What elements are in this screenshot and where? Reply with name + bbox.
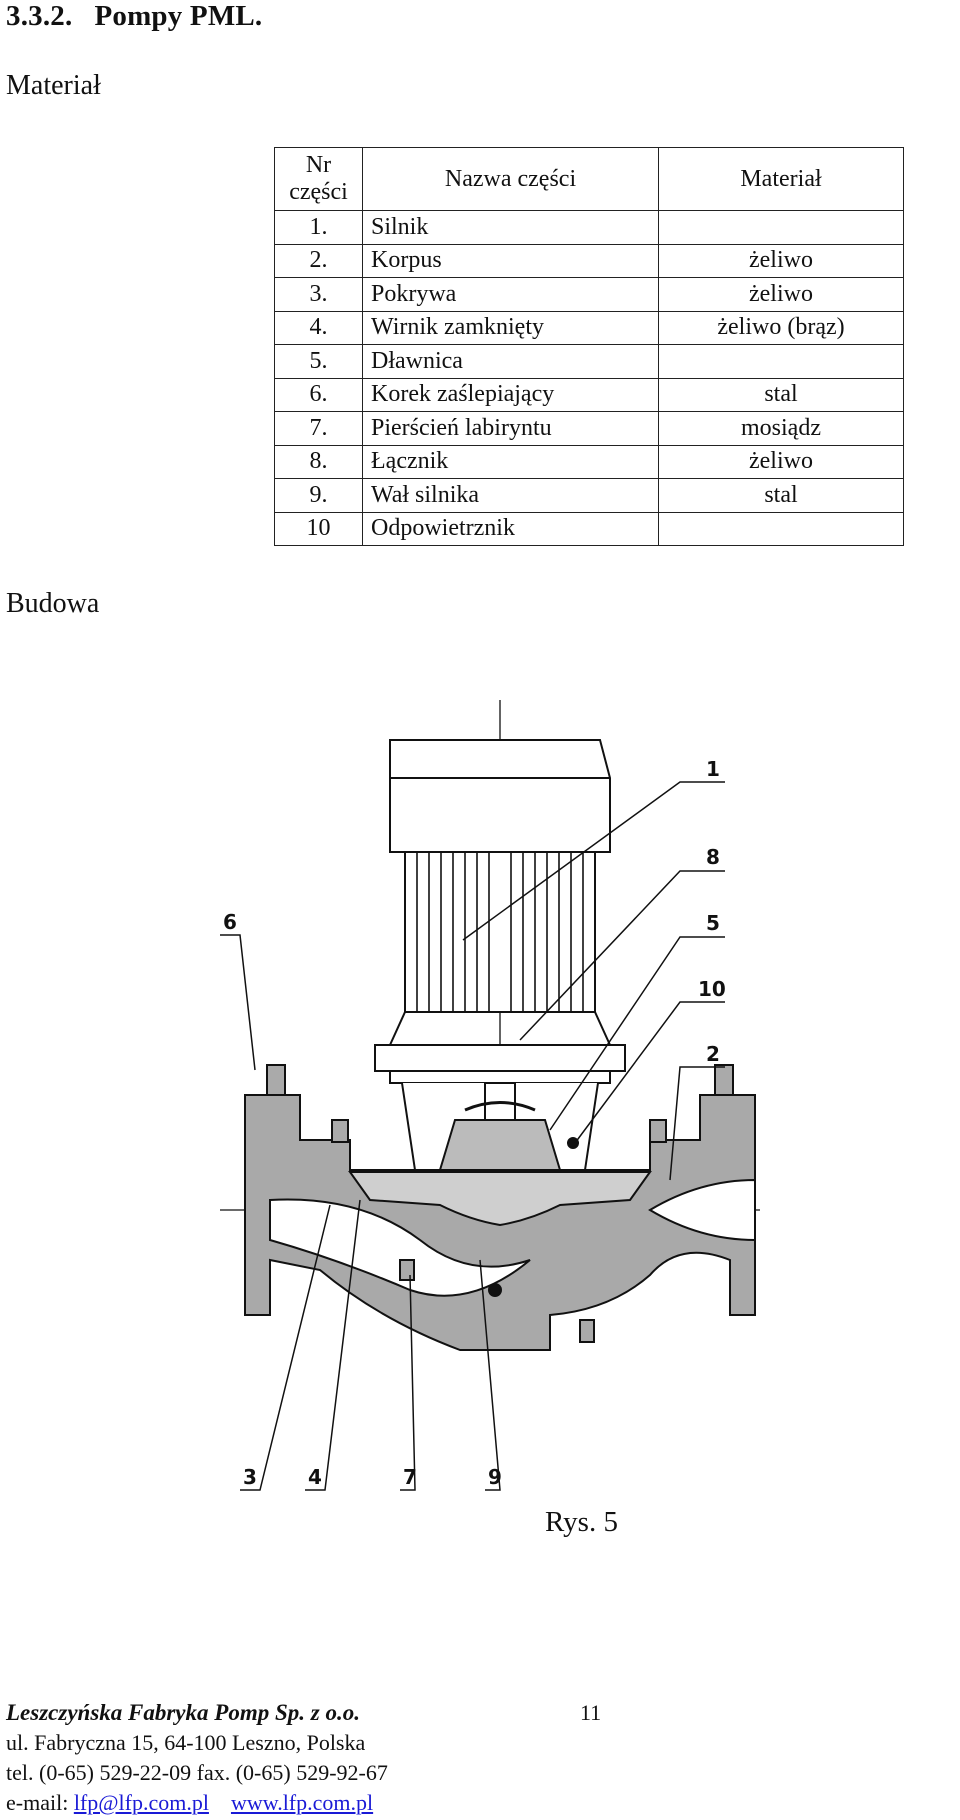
part-number: 7. <box>274 411 363 446</box>
part-material: żeliwo <box>658 444 904 479</box>
bolt <box>579 1319 595 1343</box>
part-name: Odpowietrznik <box>362 511 659 546</box>
part-number: 3. <box>274 277 363 312</box>
part-material <box>658 344 904 379</box>
part-name: Łącznik <box>362 444 659 479</box>
table-row: 5.Dławnica <box>274 344 904 379</box>
callout-10: 10 <box>698 977 726 1001</box>
gland <box>438 1119 562 1171</box>
motor-hood <box>389 739 611 853</box>
part-number: 8. <box>274 444 363 479</box>
bolt <box>649 1119 667 1143</box>
section-number: 3.3.2. <box>6 0 73 32</box>
part-name: Silnik <box>362 210 659 245</box>
table-header-row: Nr części Nazwa części Materiał <box>274 147 904 211</box>
motor-flange <box>374 1044 626 1072</box>
part-name: Pokrywa <box>362 277 659 312</box>
impeller <box>348 1171 652 1227</box>
callout-9: 9 <box>488 1465 502 1489</box>
part-number: 1. <box>274 210 363 245</box>
material-subheading: Materiał <box>6 70 101 101</box>
motor-body <box>404 851 596 1013</box>
callout-3: 3 <box>243 1465 257 1489</box>
part-name: Korek zaślepiający <box>362 377 659 412</box>
email-link[interactable]: lfp@lfp.com.pl <box>73 1790 209 1815</box>
footer-address: ul. Fabryczna 15, 64-100 Leszno, Polska <box>6 1730 366 1755</box>
part-material: stal <box>658 377 904 412</box>
part-name: Dławnica <box>362 344 659 379</box>
part-material: stal <box>658 478 904 513</box>
header-nr: Nr części <box>274 147 363 211</box>
part-material <box>658 511 904 546</box>
part-number: 6. <box>274 377 363 412</box>
part-material: żeliwo <box>658 277 904 312</box>
vent-plug <box>567 1137 579 1149</box>
email-label: e-mail: <box>6 1790 69 1815</box>
figure-caption: Rys. 5 <box>545 1506 618 1538</box>
volute-channel <box>269 1198 531 1297</box>
callout-5: 5 <box>706 911 720 935</box>
bolt <box>266 1064 286 1096</box>
table-row: 1.Silnik <box>274 210 904 245</box>
callout-6: 6 <box>223 910 237 934</box>
section-title: Pompy PML. <box>94 0 263 32</box>
website-link[interactable]: www.lfp.com.pl <box>230 1790 374 1815</box>
part-material: żeliwo <box>658 243 904 278</box>
header-name: Nazwa części <box>362 147 659 211</box>
bolt <box>331 1119 349 1143</box>
callout-4: 4 <box>308 1465 322 1489</box>
motor-fins <box>416 852 584 1012</box>
page-number: 11 <box>580 1700 602 1725</box>
part-material: żeliwo (brąz) <box>658 310 904 345</box>
part-number: 2. <box>274 243 363 278</box>
leader-lines <box>220 781 725 1491</box>
footer-phone: tel. (0-65) 529-22-09 fax. (0-65) 529-92… <box>6 1760 388 1785</box>
part-name: Wirnik zamknięty <box>362 310 659 345</box>
part-number: 4. <box>274 310 363 345</box>
part-material <box>658 210 904 245</box>
callout-1: 1 <box>706 757 720 781</box>
part-number: 5. <box>274 344 363 379</box>
header-material: Materiał <box>658 147 904 211</box>
part-material: mosiądz <box>658 411 904 446</box>
part-name: Pierścień labiryntu <box>362 411 659 446</box>
parts-table: Nr części Nazwa części Materiał 1.Silnik… <box>274 147 904 546</box>
callout-7: 7 <box>403 1465 417 1489</box>
footer-contact: e-mail: lfp@lfp.com.pl www.lfp.com.pl <box>6 1790 373 1816</box>
part-name: Wał silnika <box>362 478 659 513</box>
part-name: Korpus <box>362 243 659 278</box>
pump-drawing: 1 8 5 10 2 6 3 4 7 9 <box>220 700 760 1491</box>
bolt <box>399 1259 415 1281</box>
budowa-subheading: Budowa <box>6 588 100 619</box>
callout-8: 8 <box>706 845 720 869</box>
drain-plug <box>488 1283 502 1297</box>
section-heading: 3.3.2. Pompy PML. <box>6 0 262 33</box>
footer-company: Leszczyńska Fabryka Pomp Sp. z o.o. <box>6 1700 360 1725</box>
bolt <box>714 1064 734 1096</box>
part-number: 10 <box>274 511 363 546</box>
part-number: 9. <box>274 478 363 513</box>
callout-2: 2 <box>706 1042 720 1066</box>
